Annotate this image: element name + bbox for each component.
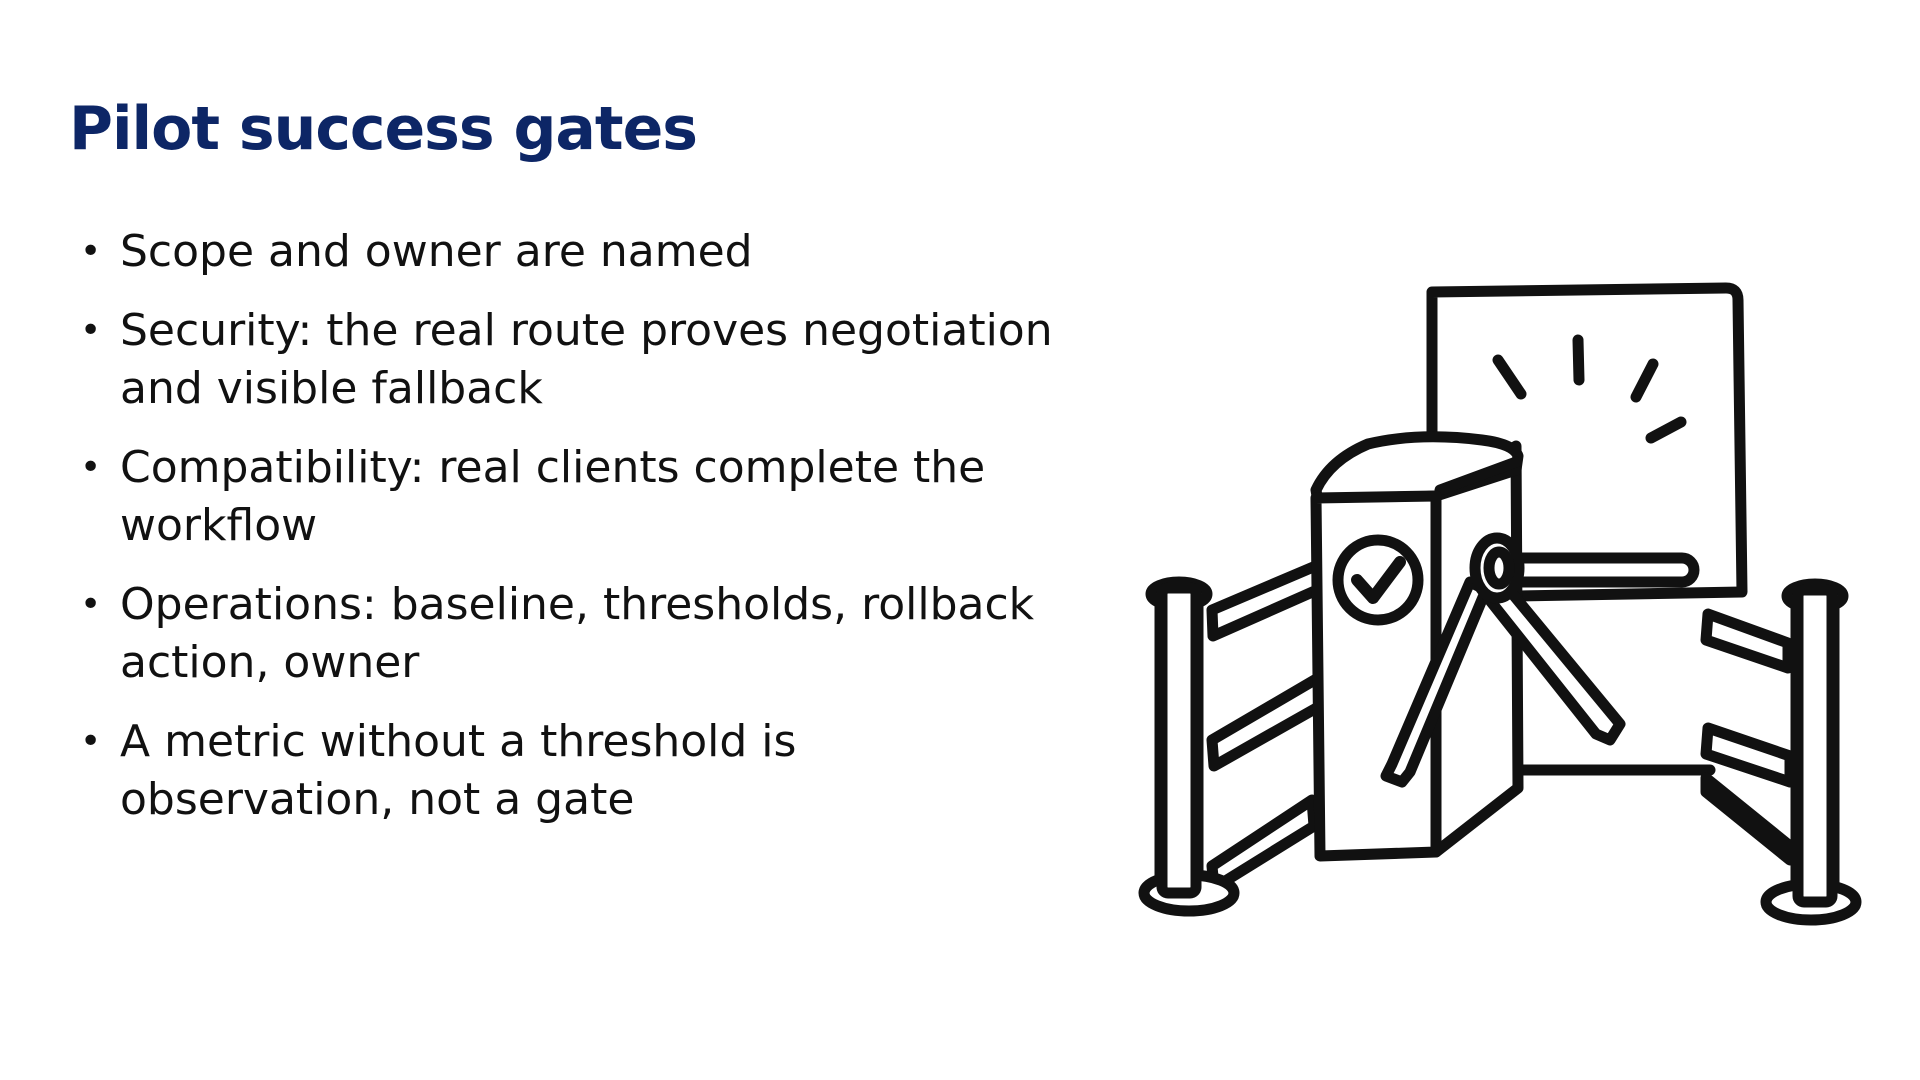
bullet-item: • Scope and owner are named [78, 223, 1068, 281]
turnstile-gate-icon [1120, 270, 1900, 930]
bullet-dot: • [80, 584, 102, 625]
bullet-dot: • [80, 231, 102, 272]
bullet-text: Security: the real route proves negotiat… [120, 305, 1053, 414]
bullet-dot: • [80, 447, 102, 488]
bullet-dot: • [80, 310, 102, 351]
bullet-text: Scope and owner are named [120, 226, 753, 277]
bullet-item: • Compatibility: real clients complete t… [78, 439, 1068, 555]
bullet-item: • Operations: baseline, thresholds, roll… [78, 576, 1068, 692]
bullet-item: • A metric without a threshold is observ… [78, 713, 1068, 829]
bullet-text: A metric without a threshold is observat… [120, 716, 797, 825]
bullet-text: Operations: baseline, thresholds, rollba… [120, 579, 1035, 688]
bullet-text: Compatibility: real clients complete the… [120, 442, 986, 551]
bullet-dot: • [80, 721, 102, 762]
slide-title: Pilot success gates [69, 94, 698, 164]
bullet-list: • Scope and owner are named • Security: … [78, 223, 1068, 850]
bullet-item: • Security: the real route proves negoti… [78, 302, 1068, 418]
